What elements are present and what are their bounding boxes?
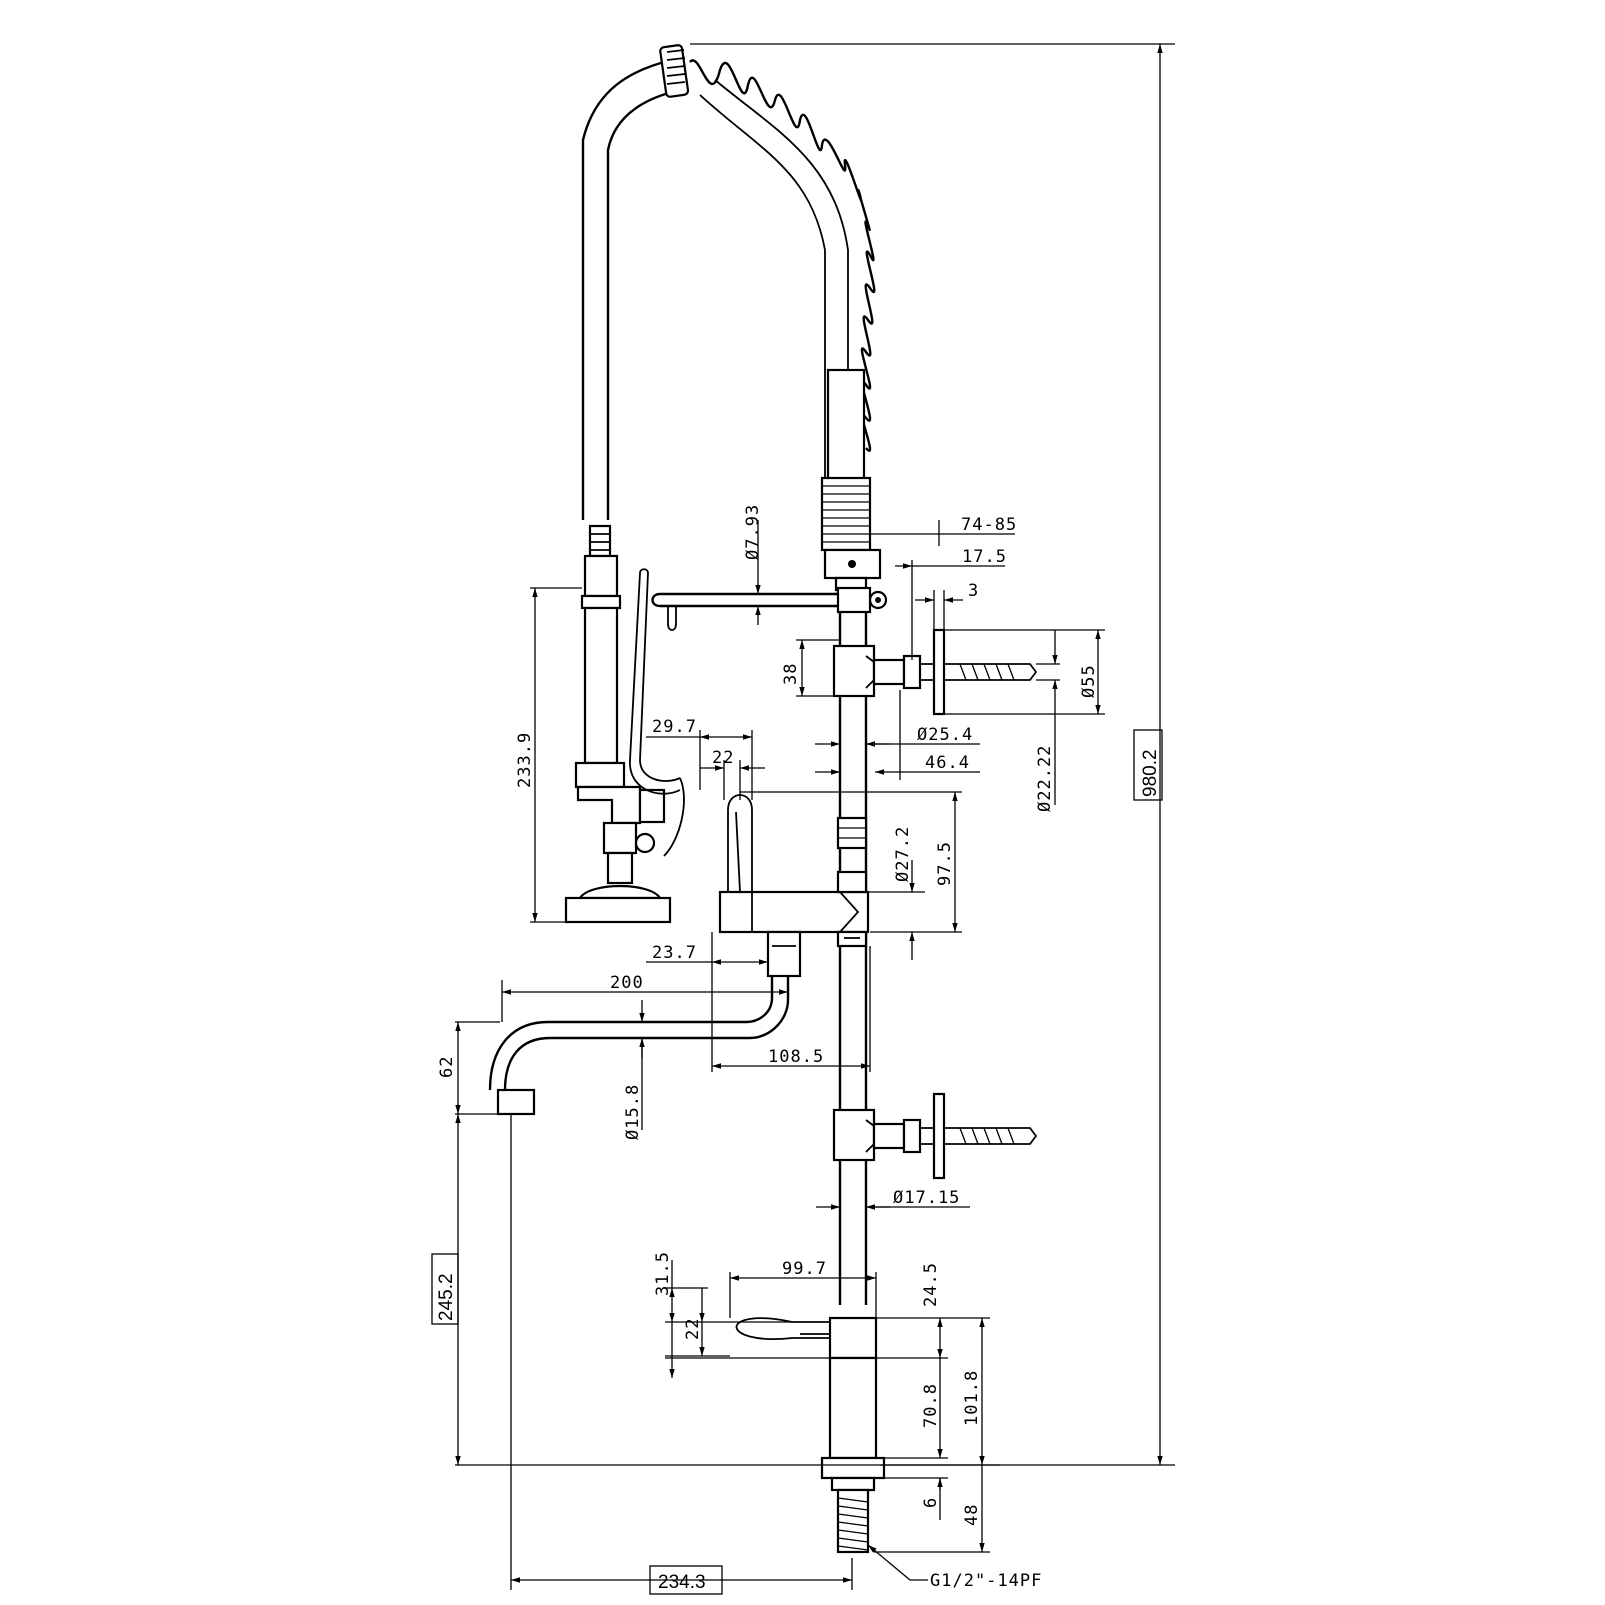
dim-48: 48 [962, 1504, 982, 1526]
dim-200: 200 [610, 973, 644, 993]
dim-d25-4: Ø25.4 [917, 725, 973, 745]
base-to-spout-box [431, 1253, 459, 1325]
thread-spec-label: G1/2"-14PF [930, 1571, 1042, 1591]
dim-overall-height: 980.2 [1140, 749, 1161, 797]
dimension-lines [431, 43, 1175, 1595]
dim-31-5: 31.5 [653, 1251, 673, 1296]
dim-23-7: 23.7 [652, 943, 697, 963]
spring-coil [689, 59, 876, 480]
dim-233-9: 233.9 [515, 732, 535, 788]
dim-22-bottom: 22 [683, 1318, 703, 1340]
dim-70-8: 70.8 [921, 1383, 941, 1428]
dim-62: 62 [437, 1056, 457, 1078]
dim-22-top: 22 [712, 748, 734, 768]
dim-reach: 234.3 [658, 1572, 706, 1593]
dim-hose-74-85: 74-85 [961, 515, 1017, 535]
dim-base-to-spout: 245.2 [436, 1273, 457, 1321]
dim-101-8: 101.8 [962, 1370, 982, 1426]
overall-height-box [1133, 729, 1163, 801]
reach-box [649, 1565, 723, 1595]
dimension-labels: 980.2 245.2 234.3 Ø7.93 74-85 17.5 3 38 … [436, 504, 1161, 1593]
dim-29-7: 29.7 [652, 717, 697, 737]
dim-d15-8: Ø15.8 [623, 1084, 643, 1140]
dim-d7-93: Ø7.93 [743, 504, 763, 560]
dim-17-5: 17.5 [962, 547, 1007, 567]
dim-38: 38 [781, 663, 801, 685]
dim-3: 3 [968, 581, 979, 601]
dim-d17-15: Ø17.15 [893, 1188, 960, 1208]
dim-99-7: 99.7 [782, 1259, 827, 1279]
dim-d55: Ø55 [1079, 664, 1099, 698]
faucet-outline [488, 44, 1038, 1554]
dim-97-5: 97.5 [935, 841, 955, 886]
dim-d27-2: Ø27.2 [893, 826, 913, 882]
dim-46-4: 46.4 [925, 753, 970, 773]
dim-108-5: 108.5 [768, 1047, 824, 1067]
dim-d22-22: Ø22.22 [1035, 745, 1055, 812]
dim-24-5: 24.5 [921, 1262, 941, 1307]
dim-6: 6 [921, 1497, 941, 1508]
